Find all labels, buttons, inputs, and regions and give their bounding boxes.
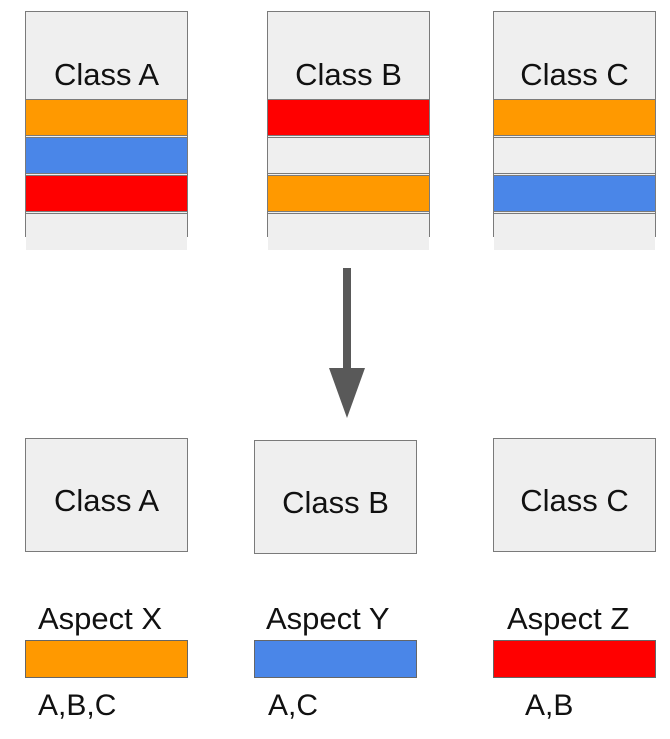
aspect-z-bar [493,640,656,678]
aspect-x-label: Aspect X [38,601,163,636]
class-title: Class C [520,483,629,518]
aspect-y-bar [254,640,417,678]
concern-stripe [268,99,429,136]
concern-stripe [494,213,655,250]
arrow-shaft [343,268,351,370]
class-title: Class A [53,57,160,92]
aspect-z-members: A,B [525,689,574,722]
class-b-box: Class B [254,440,417,554]
class-title: Class B [282,485,389,520]
class-title: Class C [520,57,629,92]
class-title: Class A [53,483,160,518]
concern-stripe [268,175,429,212]
aspect-x-members: A,B,C [38,689,117,722]
concern-stripe [494,99,655,136]
class-c-tangled-box: Class C [493,11,656,250]
aspect-z-label: Aspect Z [507,601,630,636]
concern-stripe [26,137,187,174]
concern-stripe [26,213,187,250]
concern-stripe [26,175,187,212]
class-title: Class B [295,57,402,92]
concern-stripe [494,137,655,174]
concern-stripe [268,137,429,174]
class-a-box: Class A [25,438,188,552]
concern-stripe [26,99,187,136]
arrow-head [329,368,365,418]
down-arrow-icon [329,268,365,418]
concern-stripe [494,175,655,212]
aspect-y-members: A,C [268,689,319,722]
aspect-y-label: Aspect Y [266,601,390,636]
class-c-box: Class C [493,438,656,552]
class-a-tangled-box: Class A [25,11,188,250]
class-b-tangled-box: Class B [267,11,430,250]
aspect-x-bar [25,640,188,678]
concern-stripe [268,213,429,250]
